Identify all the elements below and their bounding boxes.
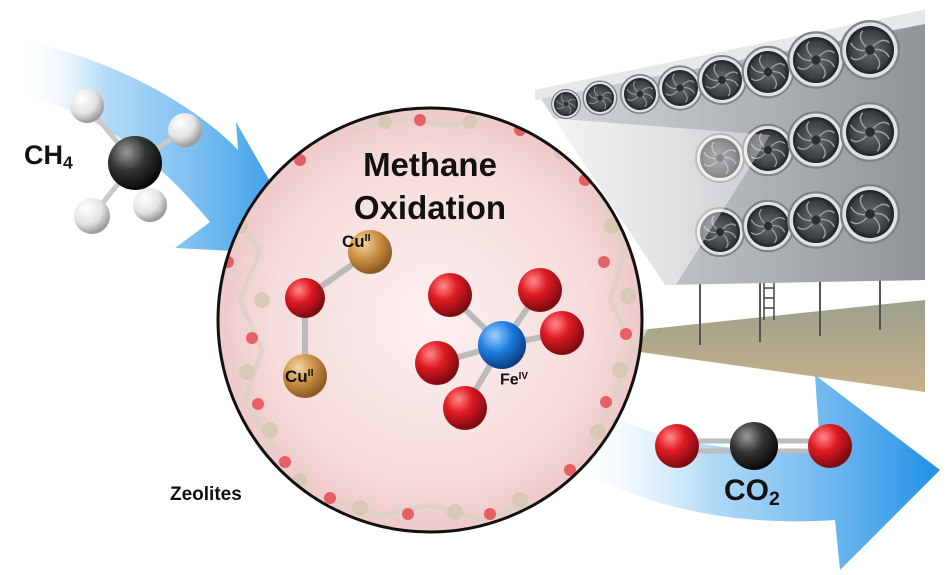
outflow-arrow xyxy=(560,375,940,570)
oxidation-state: II xyxy=(307,367,314,380)
reactant-formula: CH xyxy=(24,140,63,170)
element-symbol: Cu xyxy=(285,367,308,386)
iron-site xyxy=(415,268,584,430)
iron-label: FeIV xyxy=(500,371,528,389)
reactant-label: CH4 xyxy=(24,140,73,173)
diagram-title: Methane Oxidation xyxy=(300,143,560,229)
dicopper-site xyxy=(283,230,392,398)
ladder-icon xyxy=(763,280,775,320)
oxygen-atom-icon xyxy=(285,278,325,318)
title-line-2: Oxidation xyxy=(353,189,507,226)
oxidation-state: II xyxy=(364,232,371,245)
iron-atom-icon xyxy=(478,321,526,369)
title-line-1: Methane xyxy=(363,146,497,183)
copper-label-bottom: CuII xyxy=(285,367,314,387)
reactant-subscript: 4 xyxy=(63,152,73,173)
copper-label-top: CuII xyxy=(342,232,371,252)
product-label: CO2 xyxy=(724,474,780,511)
product-subscript: 2 xyxy=(769,487,780,510)
framework-label: Zeolites xyxy=(170,484,242,505)
zeolite-framework xyxy=(222,112,638,523)
copper-atom-icon xyxy=(283,354,327,398)
methane-molecule-icon xyxy=(70,89,202,234)
element-symbol: Cu xyxy=(342,232,365,251)
carbon-dioxide-molecule-icon xyxy=(655,422,852,470)
zeolite-pore xyxy=(216,106,644,534)
copper-atom-icon xyxy=(348,230,392,274)
oxidation-state: IV xyxy=(518,371,529,382)
product-formula: CO xyxy=(724,474,769,507)
element-symbol: Fe xyxy=(500,371,519,389)
